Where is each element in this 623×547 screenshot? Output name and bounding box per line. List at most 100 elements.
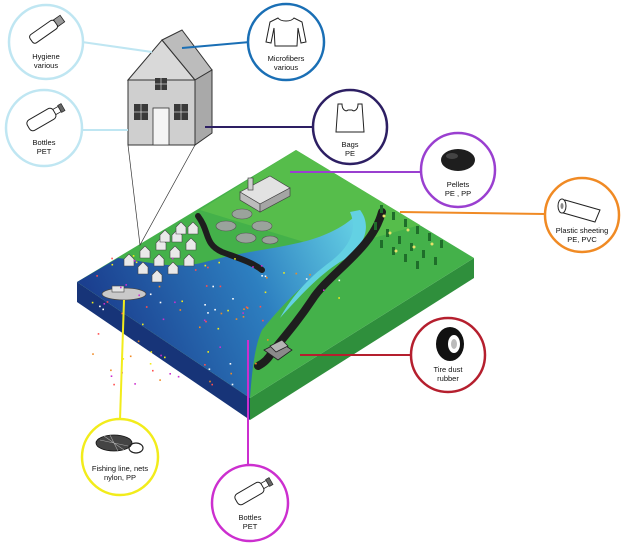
crop-field	[374, 205, 443, 269]
ocean-side-face	[77, 282, 250, 420]
label-fishing: Fishing line, nets nylon, PP	[84, 464, 156, 482]
microplastic-particle	[207, 351, 209, 353]
house-door-icon	[152, 107, 170, 146]
microplastic-particle	[229, 363, 232, 365]
bottle-icon	[234, 477, 274, 506]
microplastic-particle	[219, 346, 221, 348]
source-polymer: nylon, PP	[103, 473, 137, 482]
microplastic-particle	[142, 323, 144, 326]
microplastic-particle	[134, 383, 136, 385]
microplastic-particle	[194, 269, 197, 271]
label-bottles-river: Bottles PET	[220, 513, 280, 531]
road	[254, 208, 386, 370]
microplastic-particle	[113, 383, 115, 386]
microplastic-particle	[103, 303, 106, 305]
callout-sheeting	[543, 176, 621, 254]
callout-microfibers	[246, 2, 326, 82]
microplastic-particle	[234, 258, 236, 260]
source-name: Bottles	[238, 513, 262, 522]
microplastic-particle	[264, 275, 267, 278]
source-polymer: PET	[36, 147, 52, 156]
microplastic-particle	[159, 301, 162, 304]
microplastic-particle	[149, 363, 152, 365]
callout-bags	[311, 88, 389, 166]
microplastic-particle	[207, 266, 209, 269]
microplastic-particle	[110, 369, 112, 372]
pellets-icon	[441, 149, 475, 171]
village-house	[153, 253, 165, 267]
microplastic-particle	[111, 257, 113, 260]
microplastic-particle	[132, 255, 135, 257]
microplastic-particle	[255, 362, 257, 365]
connector-fishing	[119, 299, 125, 421]
source-polymer: various	[33, 61, 59, 70]
village-house	[159, 229, 171, 243]
road-north	[195, 213, 265, 273]
microplastic-particle	[174, 301, 176, 304]
label-bags: Bags PE	[320, 140, 380, 158]
microplastic-particle	[259, 305, 262, 308]
landscape-block	[77, 150, 474, 420]
microplastic-particle	[235, 318, 238, 320]
microplastic-particle	[205, 285, 208, 287]
microplastic-particle	[203, 319, 206, 322]
microplastic-particle	[220, 312, 223, 315]
house-detail	[126, 29, 213, 247]
microplastic-particles	[91, 255, 341, 386]
microplastic-particle	[252, 266, 254, 268]
microplastic-particle	[92, 353, 94, 355]
source-name: Fishing line, nets	[91, 464, 149, 473]
microplastic-particle	[145, 306, 148, 308]
microplastic-particle	[110, 375, 113, 377]
microplastic-particle	[242, 316, 245, 318]
microplastic-particle	[242, 312, 244, 314]
source-polymer: PE	[344, 149, 355, 158]
village-house	[185, 237, 197, 251]
microplastic-particle	[208, 368, 211, 370]
boat	[101, 285, 147, 301]
sweater-icon	[265, 17, 307, 47]
microplastic-particle	[245, 306, 248, 308]
microplastic-particle	[97, 333, 100, 335]
rolled-sheet-icon	[557, 198, 601, 223]
bag-icon	[335, 103, 365, 133]
label-tire: Tire dust rubber	[418, 365, 478, 383]
microplastic-particle	[150, 351, 153, 353]
microplastic-particle	[171, 257, 174, 260]
microplastic-particle	[309, 273, 311, 276]
microplastic-particle	[179, 309, 182, 311]
source-polymer: PET	[242, 522, 258, 531]
microplastic-particle	[212, 285, 214, 288]
source-polymer: rubber	[437, 374, 459, 383]
microplastic-particle	[204, 264, 207, 267]
microplastic-particle	[120, 286, 122, 289]
microplastic-particle	[181, 300, 183, 303]
microplastic-particle	[295, 272, 298, 275]
village-house	[137, 261, 149, 275]
tire-icon	[436, 327, 464, 361]
microplastic-particle	[211, 383, 213, 386]
treatment-tanks	[215, 208, 279, 245]
microplastic-particle	[231, 383, 234, 386]
source-polymer: various	[273, 63, 299, 72]
microplastic-particle	[160, 354, 162, 357]
source-name: Microfibers	[267, 54, 305, 63]
source-name: Bottles	[32, 138, 56, 147]
microplastic-particle	[209, 380, 211, 383]
microplastic-particle	[96, 275, 98, 277]
microplastic-particle	[199, 326, 201, 329]
connector-sheeting	[399, 211, 546, 215]
village-house	[175, 221, 187, 235]
source-polymer: PE , PP	[444, 189, 472, 198]
microplastic-particle	[264, 291, 267, 294]
microplastic-particle	[164, 356, 166, 359]
microplastic-particle	[283, 272, 285, 274]
microplastic-particle	[266, 276, 268, 279]
connector-lines	[81, 41, 546, 470]
source-name: Tire dust	[433, 365, 463, 374]
microplastic-particle	[262, 319, 264, 322]
microplastic-particle	[169, 373, 171, 375]
connector-microfibers	[181, 41, 251, 49]
river	[280, 210, 366, 318]
